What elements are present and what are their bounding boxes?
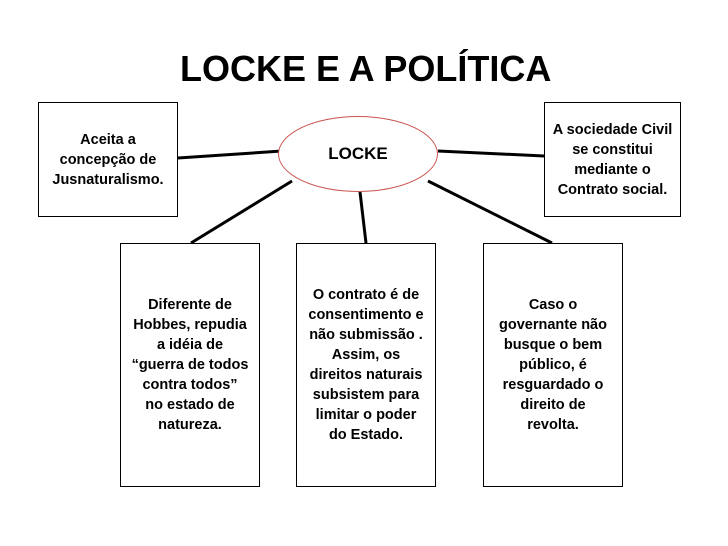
box-contrato-social: A sociedade Civil se constitui mediante … xyxy=(544,102,681,217)
center-node-label: LOCKE xyxy=(328,144,388,163)
page-title: LOCKE E A POLÍTICA xyxy=(180,48,552,89)
connector-bottom-2 xyxy=(358,191,368,244)
connector-bottom-3 xyxy=(427,179,553,245)
connector-left-top xyxy=(177,149,283,160)
box-consentimento: O contrato é de consentimento e não subm… xyxy=(296,243,436,487)
center-node-locke: LOCKE xyxy=(278,116,438,192)
box-revolta: Caso o governante não busque o bem públi… xyxy=(483,243,623,487)
connector-bottom-1 xyxy=(190,179,293,245)
box-jusnaturalismo: Aceita a concepção de Jusnaturalismo. xyxy=(38,102,178,217)
connector-right-top xyxy=(437,149,545,158)
box-hobbes: Diferente de Hobbes, repudia a idéia de … xyxy=(120,243,260,487)
